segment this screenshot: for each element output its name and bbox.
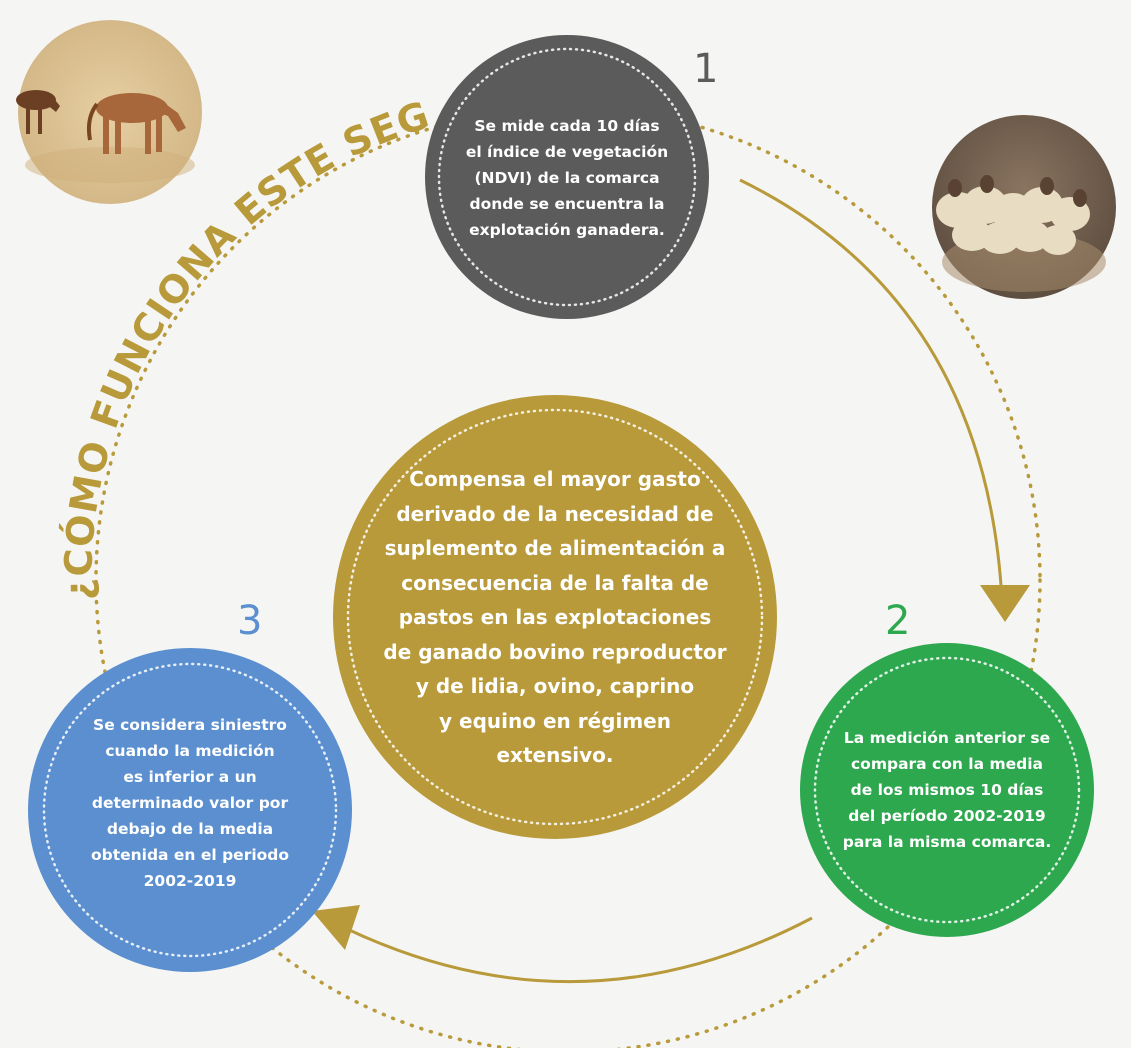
step-2-line: La medición anterior se: [843, 729, 1051, 747]
step-1-line: (NDVI) de la comarca: [474, 169, 660, 187]
center-circle: [333, 395, 777, 839]
arrow-head-2-to-3: [312, 905, 360, 950]
step-3-circle: [28, 648, 352, 972]
step-2-line: compara con la media: [850, 755, 1043, 773]
step-2-circle: [800, 643, 1094, 937]
arrow-1-to-2: [739, 178, 1004, 601]
step-1-line: Se mide cada 10 días: [474, 117, 660, 135]
step-1-circle: [425, 35, 709, 319]
step-3-line: 2002-2019: [143, 872, 237, 890]
center-line: pastos en las explotaciones: [398, 605, 712, 630]
step-3-line: Se considera siniestro: [93, 716, 287, 734]
center-line: derivado de la necesidad de: [396, 501, 714, 526]
horses-photo: [16, 20, 202, 204]
step-3-number: 3: [237, 598, 263, 644]
outer-dotted-ring: [94, 106, 1042, 1048]
center-line: y de lidia, ovino, caprino: [415, 674, 695, 699]
step-2-dotted-border: [813, 656, 1081, 924]
center-line: suplemento de alimentación a: [384, 536, 726, 561]
sheep-photo: [932, 115, 1116, 299]
step-1-number: 1: [693, 46, 719, 92]
step-1-line: el índice de vegetación: [465, 143, 669, 161]
step-1-line: donde se encuentra la: [469, 195, 665, 213]
step-3-dotted-border: [42, 662, 338, 958]
step-2-number: 2: [885, 598, 911, 644]
center-text: Compensa el mayor gasto derivado de la n…: [375, 455, 735, 780]
center-line: y equino en régimen: [439, 708, 671, 733]
step-3-text: Se considera siniestro cuando la medició…: [65, 708, 315, 898]
center-line: consecuencia de la falta de: [401, 570, 709, 595]
step-2-text: La medición anterior se compara con la m…: [822, 720, 1072, 860]
center-line: Compensa el mayor gasto: [409, 467, 701, 492]
step-2-line: para la misma comarca.: [842, 833, 1052, 851]
step-3-line: determinado valor por: [91, 794, 289, 812]
step-1-text: Se mide cada 10 días el índice de vegeta…: [442, 90, 692, 266]
center-line: extensivo.: [496, 743, 614, 768]
step-3-line: obtenida en el periodo: [90, 846, 290, 864]
step-3-line: cuando la medición: [105, 742, 275, 760]
step-3-line: es inferior a un: [123, 768, 257, 786]
step-3-line: debajo de la media: [106, 820, 274, 838]
center-circle-dotted-border: [346, 408, 764, 826]
arrow-2-to-3: [344, 916, 813, 984]
step-2-line: de los mismos 10 días: [850, 781, 1044, 799]
step-2-line: del período 2002-2019: [848, 807, 1046, 825]
step-1-dotted-border: [437, 47, 697, 307]
center-line: de ganado bovino reproductor: [383, 639, 727, 664]
step-1-line: explotación ganadera.: [469, 221, 665, 239]
arrow-head-1-to-2: [980, 585, 1030, 622]
